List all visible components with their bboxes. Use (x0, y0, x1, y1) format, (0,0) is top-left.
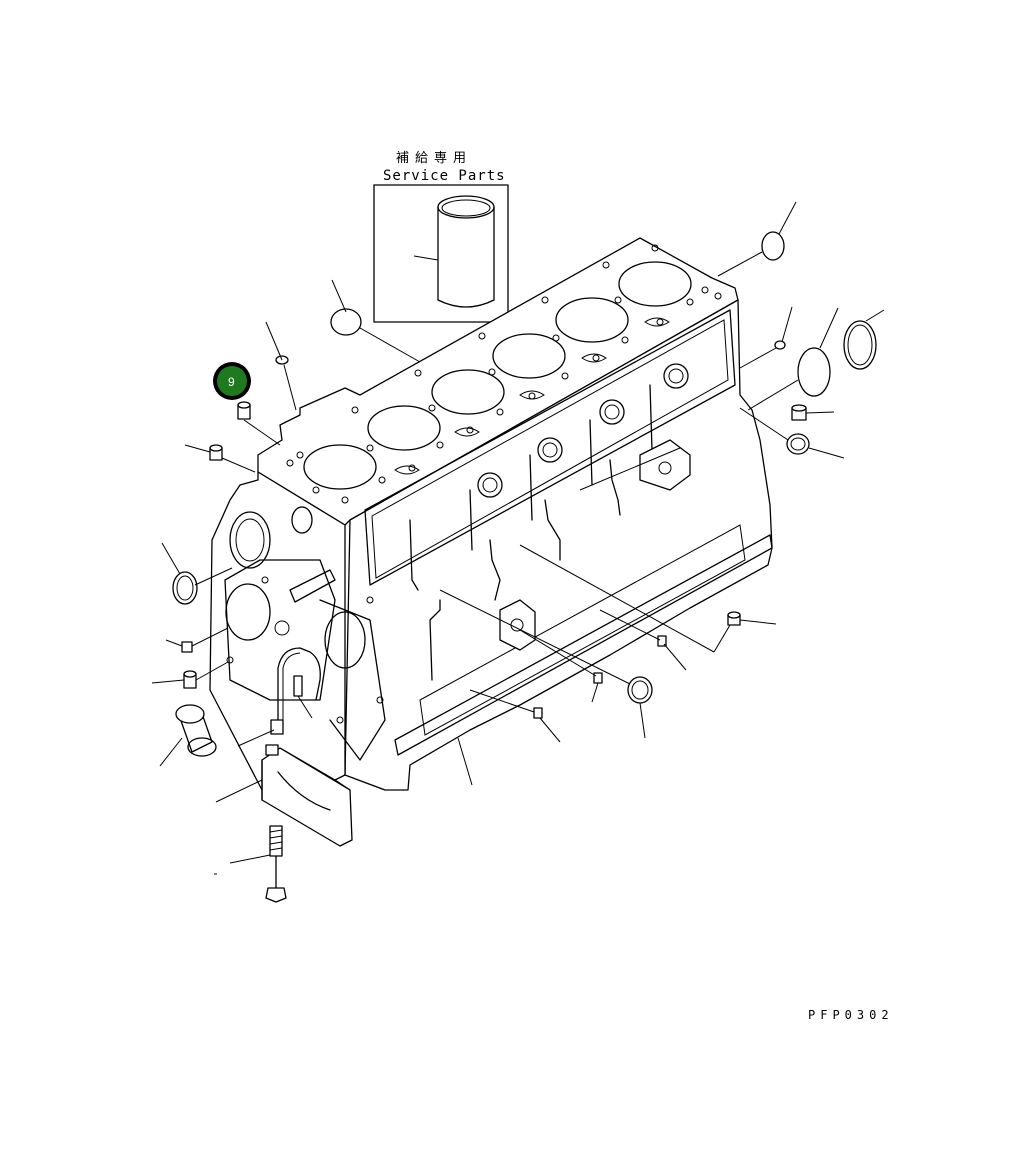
small-plugs-left (151, 627, 229, 689)
expansion-plug-rear (717, 201, 797, 277)
expansion-plug-top (330, 279, 421, 363)
service-parts-title-jp: 補給専用 (396, 151, 472, 166)
service-parts-box (373, 184, 509, 323)
cylinder-bores (303, 261, 692, 490)
cylinder-liner (413, 195, 495, 308)
seal-ring-left (161, 542, 233, 605)
block-ribs (409, 363, 689, 681)
camshaft-bushing (159, 704, 217, 767)
pan-rail-plugs (439, 447, 777, 786)
drawing-code: PFP0302 (808, 1008, 894, 1022)
side-window-frame (364, 309, 736, 586)
callout-number: 9 (228, 375, 235, 389)
service-parts-title-en: Service Parts (383, 168, 506, 184)
dowel-pin (265, 321, 297, 411)
rear-boss (639, 439, 691, 491)
plug-left (184, 444, 256, 473)
rear-dowel (739, 306, 793, 369)
front-face-details (224, 506, 386, 761)
deck-holes (286, 244, 722, 504)
oil-tube (237, 647, 321, 747)
callout-9[interactable]: 9 (213, 362, 251, 400)
pan-rail (394, 534, 773, 756)
main-bearing-cap (215, 744, 353, 847)
mount-boss (499, 599, 536, 651)
service-parts-inset: 補給専用 Service Parts (373, 151, 509, 323)
rear-plugs (739, 404, 845, 459)
cap-bolt (214, 825, 287, 903)
rear-plates (747, 307, 885, 411)
small-plug (237, 401, 281, 446)
cylinder-block (209, 237, 773, 801)
